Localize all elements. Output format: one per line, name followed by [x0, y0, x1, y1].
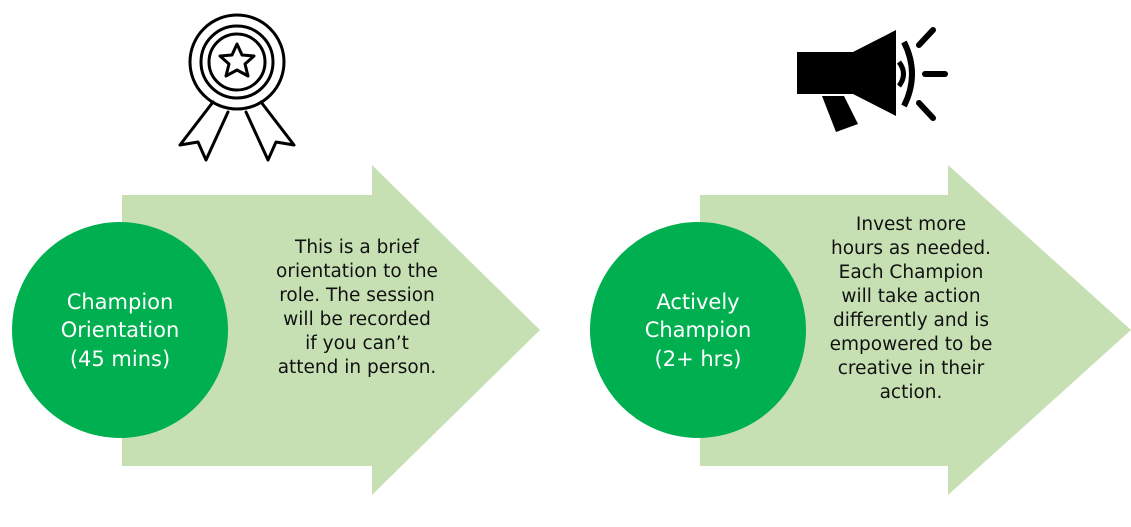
step-1-circle-label: Champion Orientation (45 mins): [60, 290, 180, 371]
award-ribbon-star-icon: [178, 13, 296, 162]
step-2-circle: [590, 222, 806, 438]
step-1-arrow: [122, 165, 540, 495]
step-1-description: This is a brief orientation to the role.…: [276, 237, 438, 379]
megaphone-icon: [797, 27, 948, 132]
step-2-description: Invest more hours as needed. Each Champi…: [829, 214, 993, 404]
step-1-circle: [12, 222, 228, 438]
step-2-circle-label: Actively Champion (2+ hrs): [644, 290, 752, 371]
step-2-arrow: [700, 165, 1131, 495]
